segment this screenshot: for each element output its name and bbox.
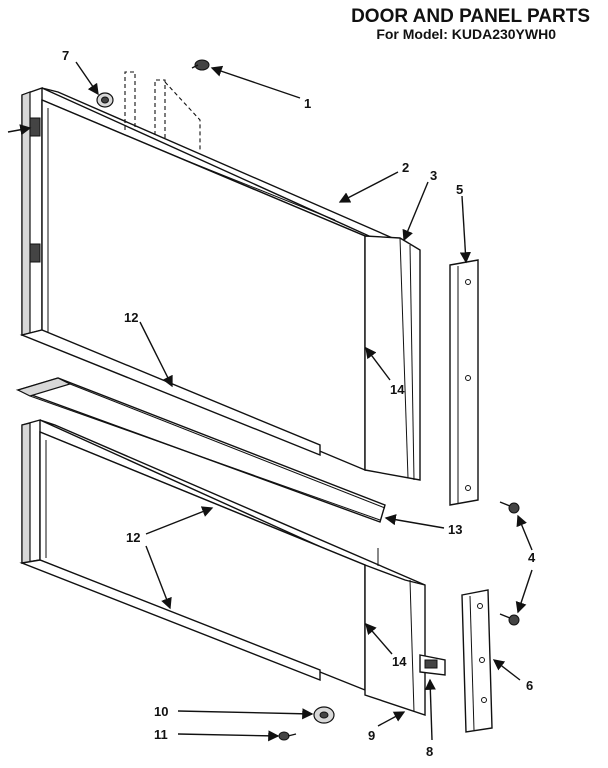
hidden-bracket	[124, 71, 201, 150]
screw-part-1	[191, 59, 210, 71]
upper-door-panel	[364, 235, 421, 481]
screw-part-11	[278, 731, 297, 741]
callout-8: 8	[426, 744, 433, 759]
callout-11: 11	[154, 727, 168, 742]
screw-part-4b	[499, 613, 520, 626]
side-trim-part-6	[461, 589, 493, 733]
model-subtitle: For Model: KUDA230YWH0	[376, 26, 556, 42]
trim-strip-part-13	[15, 377, 386, 523]
lower-door-panel	[364, 563, 426, 716]
leader-lines	[75, 61, 533, 742]
bracket-part-8	[419, 654, 446, 676]
callout-12-upper: 12	[124, 310, 138, 325]
callout-14-upper: 14	[390, 382, 405, 397]
screw-part-4a	[499, 501, 520, 514]
lower-door-frame	[19, 419, 426, 692]
callout-13: 13	[448, 522, 462, 537]
upper-door-frame	[7, 87, 421, 472]
callout-5: 5	[456, 182, 463, 197]
callout-7: 7	[62, 48, 69, 63]
page-title: DOOR AND PANEL PARTS	[351, 6, 590, 27]
callout-10: 10	[154, 704, 168, 719]
callout-2: 2	[402, 160, 409, 175]
callout-6: 6	[526, 678, 533, 693]
knob-part-10	[313, 706, 335, 724]
callout-4: 4	[528, 550, 536, 565]
callout-1: 1	[304, 96, 311, 111]
callout-12-lower: 12	[126, 530, 140, 545]
bumper-part-7	[96, 92, 114, 108]
callout-14-lower: 14	[392, 654, 407, 669]
callout-9: 9	[368, 728, 375, 743]
side-trim-part-5	[449, 259, 479, 506]
callout-3: 3	[430, 168, 437, 183]
